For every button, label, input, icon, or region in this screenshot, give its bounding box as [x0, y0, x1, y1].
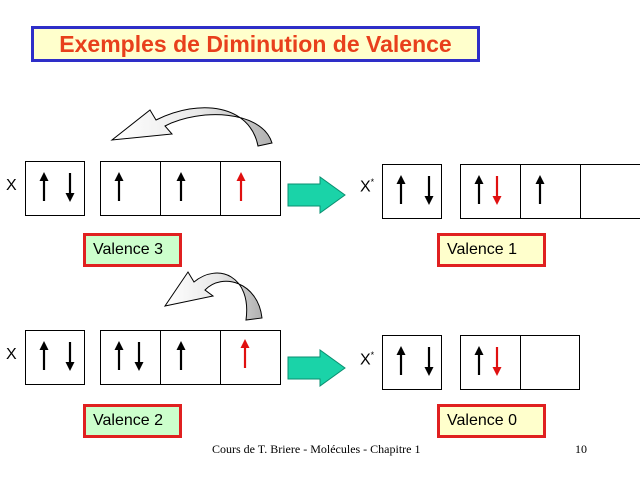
valence-label-row1-left: Valence 3 [83, 233, 182, 267]
valence-label-row2-left: Valence 2 [83, 404, 182, 438]
orbital-s-row2-right [382, 335, 442, 390]
electron-up-icon [395, 344, 407, 377]
electron-up-icon [38, 170, 50, 203]
orbital-divider-5 [160, 330, 161, 385]
electron-up-icon [175, 339, 187, 372]
electron-up-icon [534, 173, 546, 206]
excited-marker: * [370, 177, 375, 187]
excited-marker: * [370, 350, 375, 360]
atom-label-xstar-row2: X* [360, 350, 374, 369]
curved-arrow-icon [110, 107, 273, 147]
atom-label-x-row2: X [6, 346, 17, 363]
electron-down-icon [64, 340, 76, 373]
orbital-p-group-row1-right [460, 164, 640, 219]
orbital-divider-2 [220, 161, 221, 216]
orbital-divider-1 [160, 161, 161, 216]
page-number: 10 [575, 442, 587, 456]
orbital-divider-4 [580, 164, 581, 219]
electron-up-icon [38, 339, 50, 372]
orbital-divider-6 [220, 330, 221, 385]
curved-arrow-icon [163, 271, 263, 321]
electron-down-red-icon [491, 345, 503, 378]
electron-up-icon [395, 173, 407, 206]
title-box: Exemples de Diminution de Valence [31, 26, 480, 62]
page-title: Exemples de Diminution de Valence [59, 30, 452, 57]
electron-up-icon [473, 344, 485, 377]
atom-symbol: X [360, 351, 371, 369]
electron-up-icon [113, 170, 125, 203]
atom-label-xstar-row1: X* [360, 177, 374, 196]
electron-down-red-icon [491, 174, 503, 207]
orbital-p-group-row2-left [100, 330, 281, 385]
atom-label-x-row1: X [6, 177, 17, 194]
footer-credit: Cours de T. Briere - Molécules - Chapitr… [212, 442, 421, 456]
electron-up-icon [175, 170, 187, 203]
electron-up-red-icon [239, 337, 251, 370]
orbital-s-row1-right [382, 164, 442, 219]
electron-down-icon [64, 171, 76, 204]
electron-up-icon [473, 173, 485, 206]
orbital-s-row1-left [25, 161, 85, 216]
electron-down-icon [423, 174, 435, 207]
valence-label-row1-right: Valence 1 [437, 233, 546, 267]
reaction-arrow-icon [287, 349, 346, 387]
atom-symbol: X [360, 178, 371, 196]
orbital-p-group-row1-left [100, 161, 281, 216]
orbital-divider-7 [520, 335, 521, 390]
orbital-divider-3 [520, 164, 521, 219]
electron-down-icon [133, 340, 145, 373]
reaction-arrow-icon [287, 176, 346, 214]
electron-up-icon [113, 339, 125, 372]
electron-up-red-icon [235, 170, 247, 203]
valence-label-row2-right: Valence 0 [437, 404, 546, 438]
orbital-s-row2-left [25, 330, 85, 385]
electron-down-icon [423, 345, 435, 378]
